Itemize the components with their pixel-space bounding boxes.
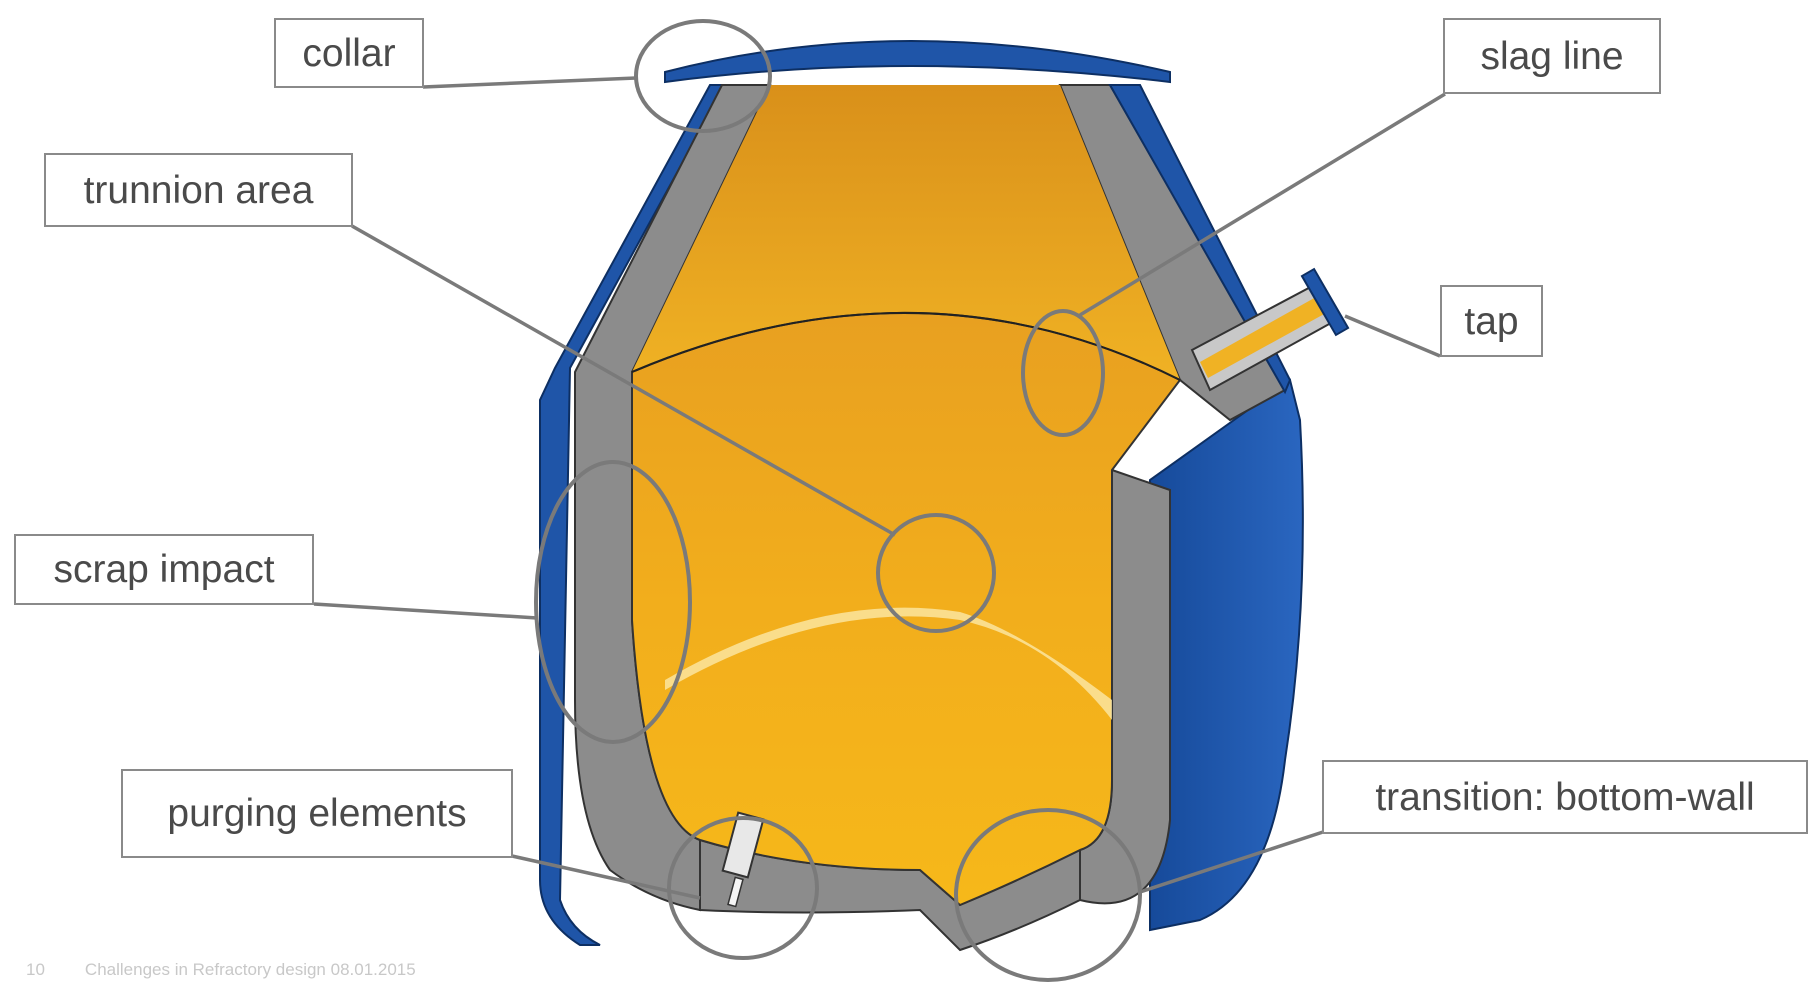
slag-line-label: slag line [1443,18,1661,94]
transition-label: transition: bottom-wall [1322,760,1808,834]
page-number: 10 [26,960,45,979]
collar-label: collar [274,18,424,88]
collar-leader-line [423,78,636,87]
tap-label: tap [1440,285,1543,357]
footer-text: Challenges in Refractory design 08.01.20… [85,960,416,979]
collar-flange [665,41,1170,82]
trunnion-area-label: trunnion area [44,153,353,227]
tap-leader-line [1345,316,1440,356]
footer: 10 Challenges in Refractory design 08.01.… [26,960,456,980]
scrap-impact-leader-line [314,604,537,618]
scrap-impact-label: scrap impact [14,534,314,605]
purging-elements-label: purging elements [121,769,513,858]
